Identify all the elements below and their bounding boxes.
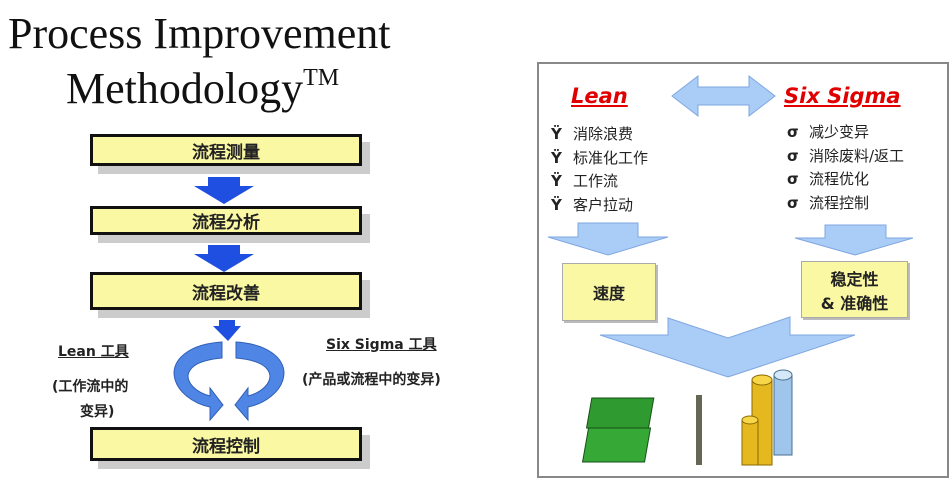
lean-tools-label: Lean 工具 — [58, 341, 129, 361]
step-control: 流程控制 — [90, 427, 362, 461]
list-item: Ϋ 客户拉动 — [551, 194, 648, 218]
sigma-tools-label: Six Sigma 工具 — [326, 334, 437, 354]
list-item: Ϋ 消除浪费 — [551, 123, 648, 147]
list-item: Ϋ 工作流 — [551, 170, 648, 194]
bullet-icon: σ — [787, 146, 799, 165]
step-measure: 流程测量 — [90, 134, 362, 166]
lean-down-arrow — [547, 222, 669, 256]
down-arrow-1 — [194, 177, 254, 204]
cycle-arrows-icon — [173, 341, 285, 422]
bullet-icon: Ϋ — [551, 172, 562, 190]
combine-arrow — [599, 316, 856, 378]
title-line2: MethodologyTM — [66, 66, 339, 111]
list-item: Ϋ 标准化工作 — [551, 147, 648, 171]
bullet-icon: Ϋ — [551, 125, 562, 143]
lean-list: Ϋ 消除浪费 Ϋ 标准化工作 Ϋ 工作流 Ϋ 客户拉动 — [551, 123, 648, 217]
item-text: 减少变异 — [809, 123, 870, 141]
list-item: σ 流程优化 — [787, 168, 904, 192]
lean-tools-desc1: (工作流中的 — [52, 379, 129, 395]
sigma-list: σ 减少变异 σ 消除废料/返工 σ 流程优化 σ 流程控制 — [787, 121, 904, 215]
accuracy-text: & 准确性 — [820, 293, 889, 313]
list-item: σ 减少变异 — [787, 121, 904, 145]
down-arrow-3 — [213, 320, 241, 341]
sigma-tools-desc: (产品或流程中的变异) — [302, 372, 441, 388]
step-improve: 流程改善 — [90, 272, 362, 310]
sigma-tools-text: Six Sigma 工具 — [326, 337, 437, 353]
item-text: 客户拉动 — [573, 195, 634, 214]
stability-text: 稳定性 — [830, 269, 879, 289]
bullet-icon: σ — [787, 170, 799, 188]
list-item: σ 消除废料/返工 — [787, 145, 904, 169]
stability-box: 稳定性 & 准确性 — [801, 261, 908, 318]
step-analyze: 流程分析 — [90, 206, 362, 235]
item-text: 工作流 — [573, 172, 619, 190]
double-arrow-icon — [671, 74, 776, 118]
speed-text: 速度 — [592, 284, 625, 303]
item-text: 流程控制 — [809, 193, 870, 212]
lean-tools-text: Lean 工具 — [58, 344, 129, 360]
down-arrow-2 — [194, 245, 254, 272]
title-line1: Process Improvement — [8, 9, 391, 58]
list-item: σ 流程控制 — [787, 192, 904, 216]
money-icon — [581, 369, 793, 466]
lean-tools-desc2: 变异) — [80, 404, 115, 420]
bullet-icon: Ϋ — [551, 195, 562, 214]
bullet-icon: Ϋ — [551, 148, 562, 167]
lean-title: Lean — [571, 84, 628, 108]
sigma-down-arrow — [794, 224, 914, 256]
title-text: Methodology — [66, 64, 304, 113]
item-text: 流程优化 — [809, 170, 870, 188]
speed-box: 速度 — [562, 263, 656, 321]
bullet-icon: σ — [787, 193, 799, 212]
trademark: TM — [303, 65, 340, 91]
item-text: 消除废料/返工 — [809, 146, 905, 165]
item-text: 标准化工作 — [573, 148, 649, 167]
item-text: 消除浪费 — [573, 125, 634, 143]
sigma-title: Six Sigma — [784, 84, 901, 108]
lean-sigma-panel — [537, 62, 949, 478]
bullet-icon: σ — [787, 123, 799, 141]
